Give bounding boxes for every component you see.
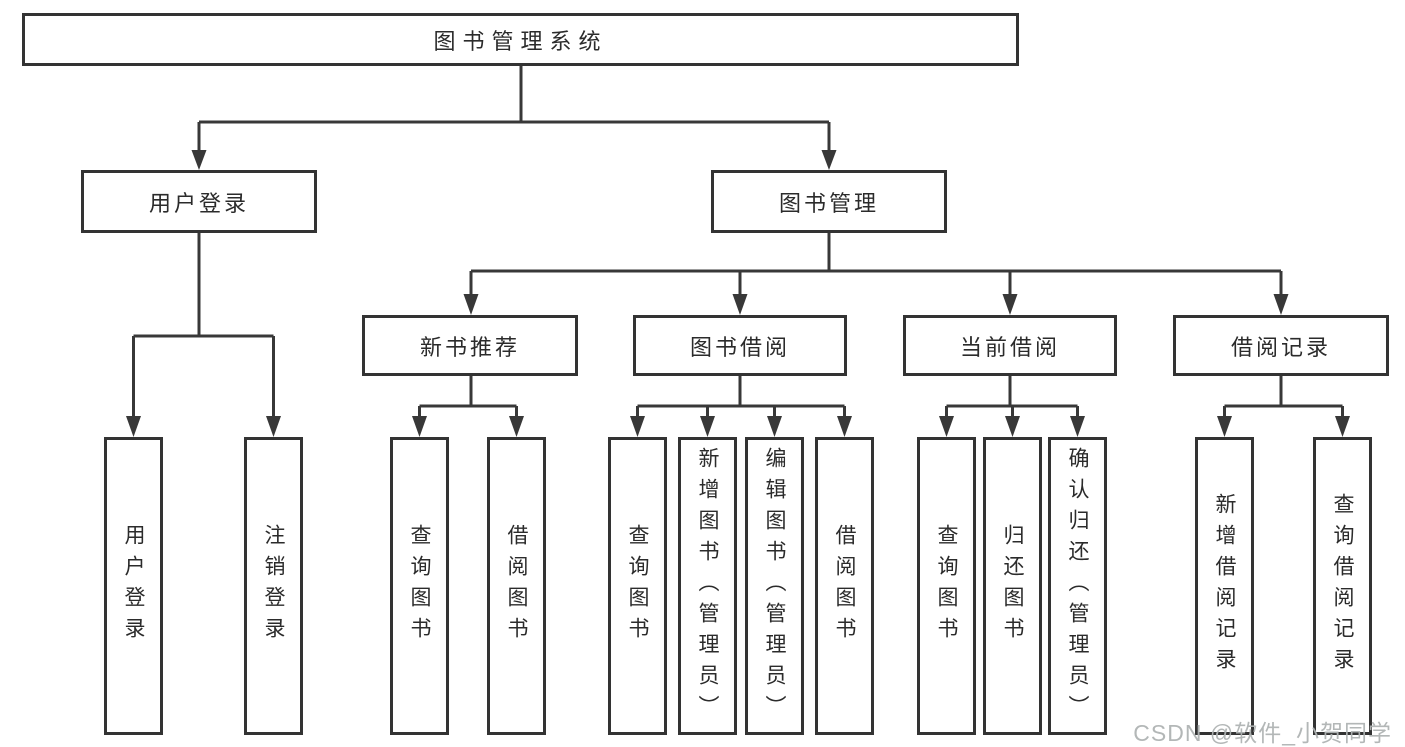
leaf-confirm-return-admin: 确认归还（管理员）	[1048, 437, 1107, 735]
node-borrow-records: 借阅记录	[1173, 315, 1389, 376]
connector-borrow-record-to-leaves	[1217, 376, 1350, 437]
leaf-query-borrow-record: 查询借阅记录	[1313, 437, 1372, 735]
connector-root-to-level2	[191, 66, 837, 170]
node-book-management: 图书管理	[711, 170, 947, 233]
leaf-return-book: 归还图书	[983, 437, 1042, 735]
leaf-borrow-books-recommend: 借阅图书	[487, 437, 546, 735]
arrow-down-icon	[463, 294, 479, 315]
arrow-down-icon	[266, 416, 281, 437]
arrow-down-icon	[1070, 416, 1085, 437]
arrow-down-icon	[1273, 294, 1289, 315]
arrow-down-icon	[837, 416, 852, 437]
node-current-borrow: 当前借阅	[903, 315, 1117, 376]
arrow-down-icon	[939, 416, 954, 437]
arrow-down-icon	[767, 416, 782, 437]
arrow-down-icon	[700, 416, 715, 437]
watermark-text: CSDN @软件_小贺同学	[1133, 720, 1392, 746]
leaf-edit-book-admin: 编辑图书（管理员）	[745, 437, 804, 735]
arrow-down-icon	[1335, 416, 1350, 437]
arrow-down-icon	[821, 150, 837, 170]
node-book-borrow: 图书借阅	[633, 315, 847, 376]
node-root-system: 图书管理系统	[22, 13, 1019, 66]
arrow-down-icon	[1217, 416, 1232, 437]
arrow-down-icon	[126, 416, 141, 437]
leaf-query-books-borrow: 查询图书	[608, 437, 667, 735]
arrow-down-icon	[630, 416, 645, 437]
connector-current-borrow-to-leaves	[939, 376, 1085, 437]
node-user-login: 用户登录	[81, 170, 317, 233]
node-new-book-recommend: 新书推荐	[362, 315, 578, 376]
arrow-down-icon	[1002, 294, 1018, 315]
connector-new-book-to-leaves	[412, 376, 524, 437]
arrow-down-icon	[1005, 416, 1020, 437]
leaf-add-borrow-record: 新增借阅记录	[1195, 437, 1254, 735]
connector-user-login-to-leaves	[126, 233, 281, 437]
arrow-down-icon	[412, 416, 427, 437]
leaf-query-books-current: 查询图书	[917, 437, 976, 735]
leaf-query-books-recommend: 查询图书	[390, 437, 449, 735]
leaf-logout: 注销登录	[244, 437, 303, 735]
arrow-down-icon	[191, 150, 207, 170]
connector-book-management-to-level3	[463, 233, 1289, 315]
connector-book-borrow-to-leaves	[630, 376, 852, 437]
arrow-down-icon	[509, 416, 524, 437]
leaf-borrow-books: 借阅图书	[815, 437, 874, 735]
arrow-down-icon	[732, 294, 748, 315]
leaf-user-login: 用户登录	[104, 437, 163, 735]
leaf-add-book-admin: 新增图书（管理员）	[678, 437, 737, 735]
